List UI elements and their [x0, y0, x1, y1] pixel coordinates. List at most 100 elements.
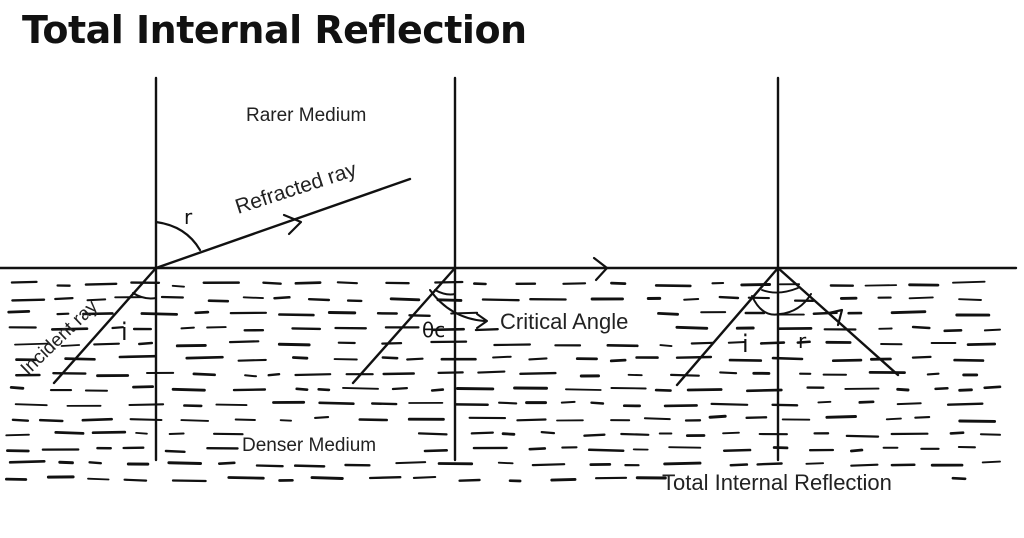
- water-dash: [952, 280, 986, 284]
- water-dash: [185, 355, 224, 360]
- water-dash: [896, 402, 922, 406]
- water-dash: [54, 297, 74, 301]
- critical-angle-label: Critical Angle: [500, 309, 628, 334]
- water-dash: [663, 404, 698, 408]
- water-dash: [474, 328, 499, 332]
- theta-arc: [434, 289, 456, 296]
- water-dash: [291, 327, 322, 331]
- water-dash: [690, 341, 715, 345]
- water-dash: [983, 328, 1001, 332]
- water-dash: [8, 459, 46, 464]
- water-dash: [943, 328, 963, 333]
- water-dash: [293, 464, 326, 468]
- water-dash: [84, 282, 118, 286]
- water-dash: [983, 385, 1002, 390]
- water-dash: [771, 403, 799, 407]
- water-dash: [610, 281, 627, 286]
- water-dash: [262, 281, 282, 285]
- water-dash: [825, 415, 857, 419]
- water-dash: [215, 403, 248, 407]
- water-dash: [234, 418, 256, 421]
- water-dash: [817, 400, 832, 404]
- angle-arc-3-inner: [761, 287, 799, 294]
- water-dash: [951, 476, 967, 481]
- water-dash: [358, 418, 389, 422]
- water-dash: [111, 326, 125, 330]
- water-dash: [722, 431, 740, 435]
- water-dash: [278, 313, 315, 317]
- water-dash: [729, 463, 749, 467]
- water-dash: [279, 419, 293, 422]
- water-dash: [805, 462, 825, 465]
- water-dash: [516, 418, 547, 422]
- water-dash: [657, 311, 679, 316]
- water-dash: [277, 342, 311, 347]
- water-dash: [417, 432, 448, 436]
- theta-c-mark: θc: [422, 318, 445, 342]
- water-dash: [845, 434, 880, 438]
- incident-ray-label: Incident ray: [17, 296, 103, 380]
- water-dash: [610, 387, 647, 390]
- water-dash: [194, 310, 210, 315]
- water-dash: [722, 448, 752, 452]
- water-dash: [864, 284, 898, 287]
- water-dash: [528, 357, 548, 361]
- water-dash: [654, 388, 672, 392]
- water-dash: [745, 416, 768, 419]
- water-dash: [14, 342, 49, 346]
- water-dash: [519, 371, 557, 375]
- water-dash: [981, 460, 1001, 464]
- refracted-ray-label: Refracted ray: [232, 158, 359, 219]
- water-dash: [531, 463, 566, 467]
- water-dash: [710, 402, 749, 406]
- water-dash: [7, 310, 31, 314]
- water-dash: [218, 461, 236, 466]
- water-dash: [858, 400, 875, 404]
- water-dash: [949, 431, 965, 435]
- water-dash: [437, 371, 464, 374]
- angle-r-mark-1: r: [184, 205, 193, 229]
- water-dash: [423, 448, 449, 453]
- water-dash: [953, 358, 985, 362]
- water-dash: [58, 460, 74, 465]
- water-dash: [237, 358, 267, 362]
- incident-ray-3: [675, 266, 780, 387]
- grazing-ray-arrow: [592, 256, 609, 282]
- incident-ray-2: [351, 266, 457, 385]
- water-dash: [291, 356, 309, 360]
- water-dash: [412, 475, 437, 479]
- water-dash: [406, 357, 424, 361]
- water-dash: [273, 296, 291, 300]
- water-dash: [11, 298, 46, 302]
- water-dash: [180, 419, 210, 422]
- water-dash: [88, 461, 103, 465]
- water-dash: [481, 298, 520, 302]
- water-dash: [294, 281, 322, 285]
- angle-r-mark-2: r: [798, 329, 807, 353]
- water-dash: [470, 431, 494, 435]
- water-dash: [675, 355, 713, 359]
- water-dash: [381, 356, 399, 360]
- water-dash: [926, 372, 940, 376]
- angle-i-arc-1: [132, 292, 157, 300]
- water-dash: [934, 386, 949, 391]
- water-dash: [708, 414, 727, 419]
- water-dash: [727, 341, 747, 344]
- water-dash: [38, 418, 64, 423]
- water-dash: [318, 401, 355, 406]
- water-dash: [81, 417, 113, 422]
- water-dash: [911, 355, 932, 359]
- water-dash: [381, 342, 403, 345]
- angle-i-mark-2: i: [742, 330, 749, 358]
- water-dash: [164, 449, 186, 453]
- water-dash: [389, 297, 421, 302]
- water-dash: [93, 342, 120, 346]
- angle-i-mark-1: i: [121, 318, 128, 346]
- water-dash: [160, 295, 184, 299]
- water-dash: [497, 461, 514, 465]
- water-dash: [668, 446, 702, 449]
- water-dash: [192, 372, 216, 377]
- water-dash: [896, 387, 910, 392]
- water-dash: [128, 403, 165, 407]
